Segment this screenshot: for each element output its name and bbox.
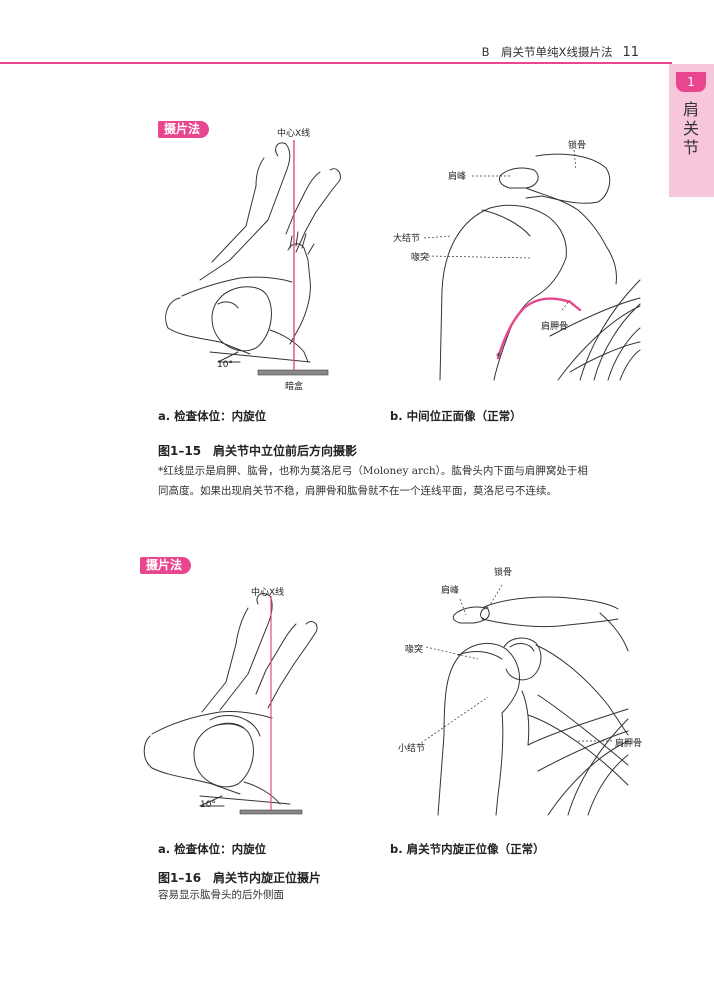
lesser-tubercle-label: 小结节 bbox=[398, 744, 426, 754]
figure16-radiograph-drawing bbox=[417, 584, 629, 816]
section-title: B 肩关节单纯X线摄片法 bbox=[481, 45, 613, 59]
acromion-label-2: 肩峰 bbox=[441, 586, 460, 596]
arch-asterisk: * bbox=[496, 352, 501, 362]
figure16-title: 图1–16 肩关节内旋正位摄片 bbox=[158, 871, 322, 885]
caption-b-16: b. 肩关节内旋正位像（正常） bbox=[390, 842, 545, 856]
figure15-note: *红线显示是肩胛、肱骨，也称为莫洛尼弓（Moloney arch）。肱骨头内下面… bbox=[158, 461, 598, 501]
clavicle-label-2: 锁骨 bbox=[494, 568, 513, 578]
figure15-note-line2: 同高度。如果出现肩关节不稳，肩胛骨和肱骨就不在一个连线平面，莫洛尼弓不连续。 bbox=[158, 485, 557, 497]
chapter-side-tab[interactable]: 1 肩关节 bbox=[669, 64, 714, 197]
clavicle-label: 锁骨 bbox=[568, 141, 587, 151]
coracoid-label-2: 喙突 bbox=[405, 645, 424, 655]
center-xray-label: 中心X线 bbox=[277, 129, 311, 139]
figure15-position-illustration bbox=[165, 140, 341, 376]
figure15-radiograph-drawing bbox=[423, 149, 641, 381]
figure15-title: 图1–15 肩关节中立位前后方向摄影 bbox=[158, 444, 358, 458]
technique-tag-2: 摄片法 bbox=[140, 557, 192, 574]
header-rule bbox=[0, 62, 672, 64]
caption-a-15: a. 检查体位：内旋位 bbox=[158, 409, 267, 423]
chapter-name: 肩关节 bbox=[682, 100, 699, 157]
angle-label: 10° bbox=[217, 360, 233, 370]
figure15-note-line1: *红线显示是肩胛、肱骨，也称为莫洛尼弓（Moloney arch）。肱骨头内下面… bbox=[158, 465, 588, 477]
page-number: 11 bbox=[622, 45, 639, 60]
angle-label-2: 10° bbox=[200, 800, 216, 810]
caption-b-15: b. 中间位正面像（正常） bbox=[390, 409, 522, 423]
scapula-label: 肩胛骨 bbox=[541, 322, 569, 332]
cassette-label: 暗盒 bbox=[285, 382, 304, 392]
greater-tubercle-label: 大结节 bbox=[393, 234, 421, 244]
acromion-label: 肩峰 bbox=[448, 172, 467, 182]
scapula-label-2: 肩胛骨 bbox=[615, 739, 643, 749]
figure16-position-illustration bbox=[143, 593, 318, 815]
running-header: B 肩关节单纯X线摄片法 11 bbox=[482, 44, 639, 60]
chapter-number: 1 bbox=[676, 72, 706, 92]
figure16-note: 容易显示肱骨头的后外侧面 bbox=[158, 889, 284, 901]
center-xray-label-2: 中心X线 bbox=[251, 588, 285, 598]
technique-tag: 摄片法 bbox=[158, 121, 210, 138]
caption-a-16: a. 检查体位：内旋位 bbox=[158, 842, 267, 856]
coracoid-label: 喙突 bbox=[411, 253, 430, 263]
